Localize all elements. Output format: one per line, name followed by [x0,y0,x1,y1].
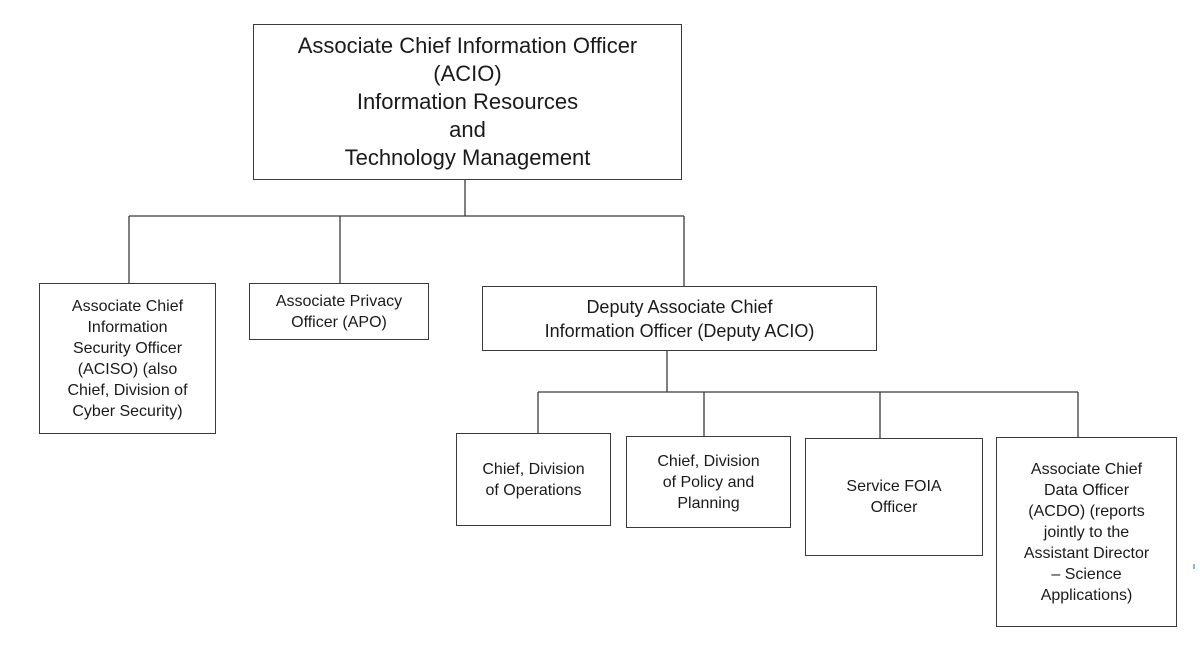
deputy-acio-box: Deputy Associate Chief Information Offic… [482,286,877,351]
operations-box: Chief, Division of Operations [456,433,611,526]
operations-label: Chief, Division of Operations [482,460,585,499]
acio-box: Associate Chief Information Officer (ACI… [253,24,682,180]
apo-box: Associate Privacy Officer (APO) [249,283,429,340]
aciso-box: Associate Chief Information Security Off… [39,283,216,434]
foia-box: Service FOIA Officer [805,438,983,556]
acdo-box: Associate Chief Data Officer (ACDO) (rep… [996,437,1177,627]
policy-label: Chief, Division of Policy and Planning [657,452,760,512]
acdo-label: Associate Chief Data Officer (ACDO) (rep… [1023,460,1150,604]
acio-label: Associate Chief Information Officer (ACI… [297,33,638,170]
aciso-label: Associate Chief Information Security Off… [67,297,188,420]
apo-label: Associate Privacy Officer (APO) [275,292,403,331]
foia-label: Service FOIA Officer [846,478,942,516]
deputy-acio-label: Deputy Associate Chief Information Offic… [544,296,815,341]
policy-box: Chief, Division of Policy and Planning [626,436,791,528]
stray-mark [1193,564,1195,569]
